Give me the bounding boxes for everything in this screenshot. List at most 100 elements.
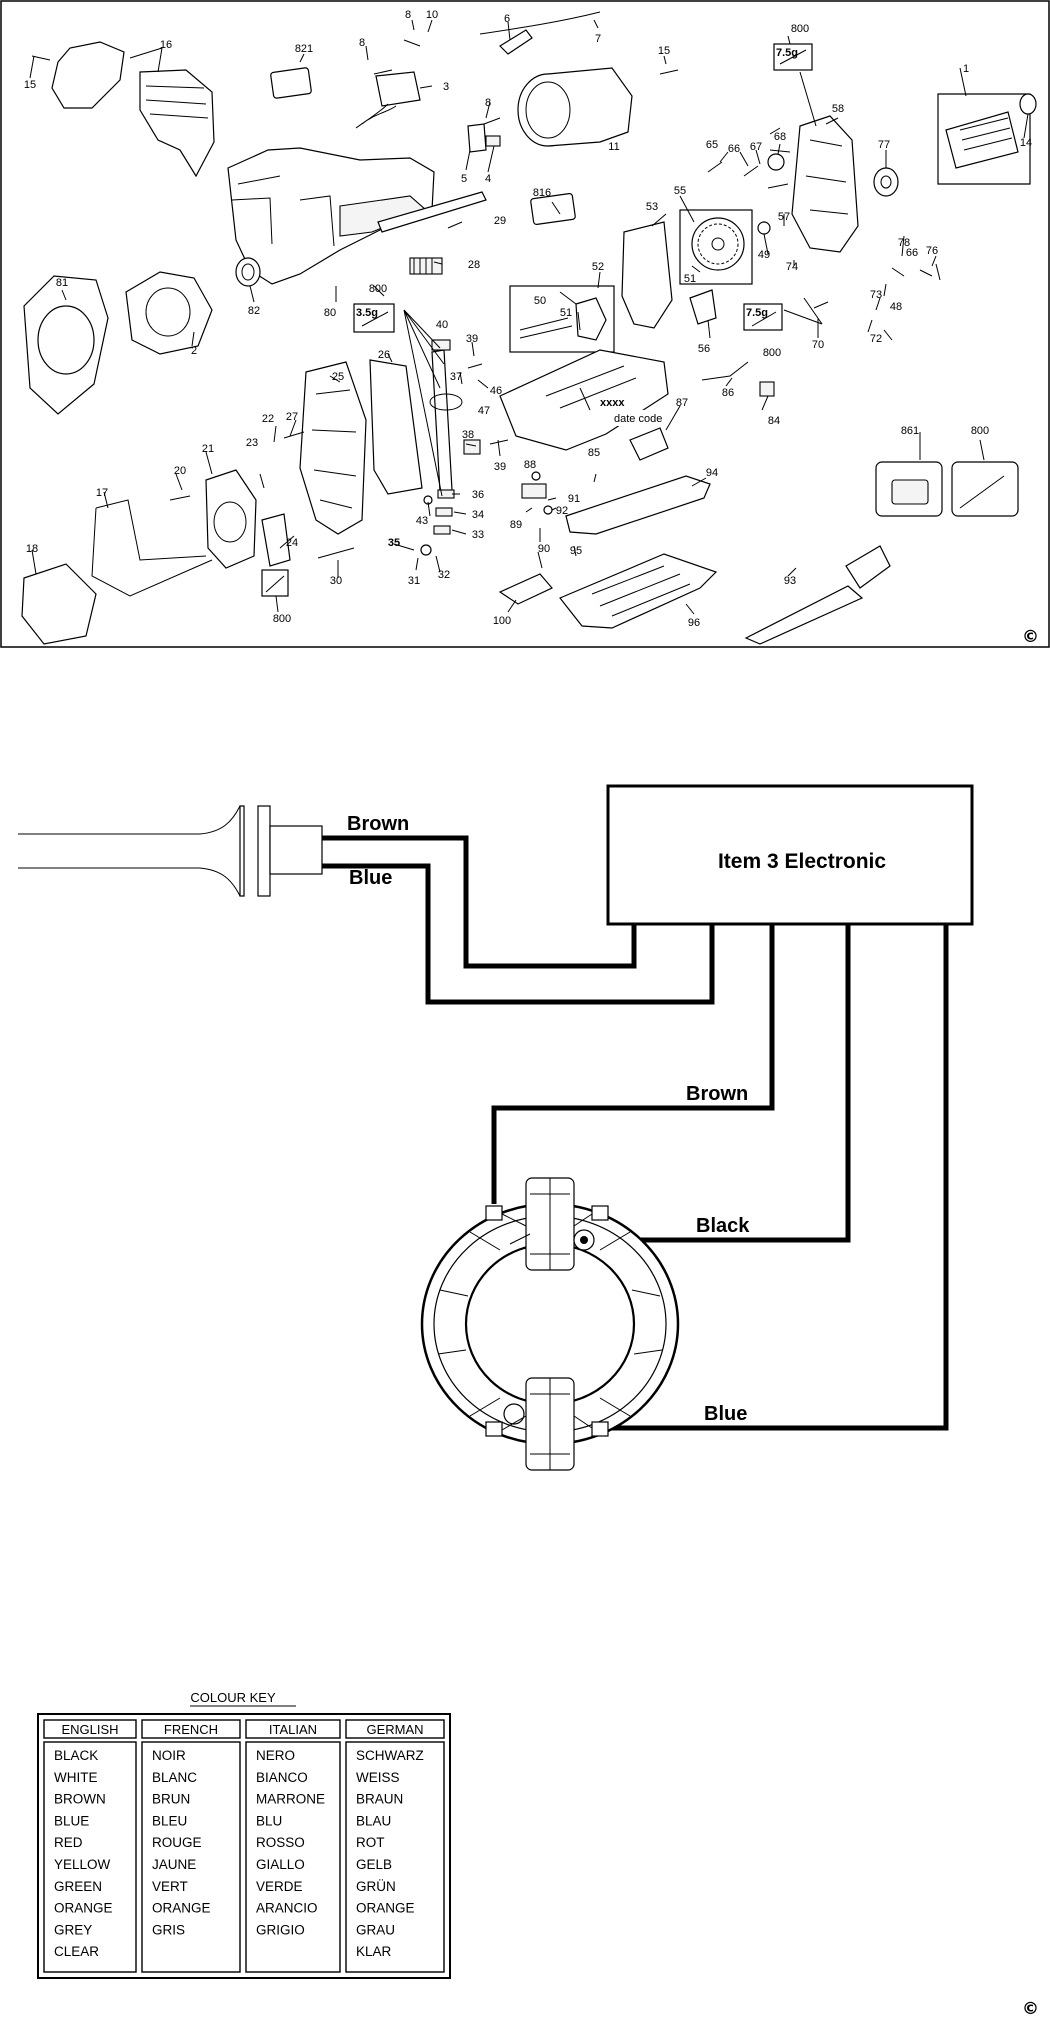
gear-55-frame bbox=[679, 209, 753, 285]
brush-terminal-top-right bbox=[591, 1205, 609, 1221]
shoe-94-drawing bbox=[565, 475, 711, 535]
colour-key-cell-italian-7: ARANCIO bbox=[256, 1901, 318, 1916]
part-number-p66a: 66 bbox=[728, 143, 740, 155]
part-21-bore bbox=[213, 501, 247, 543]
brush-bottom-leads bbox=[501, 1415, 593, 1431]
power-cable-drawing bbox=[479, 11, 601, 35]
part-number-p30: 30 bbox=[330, 575, 342, 587]
part-number-p10: 10 bbox=[426, 9, 438, 21]
grease-box-2 bbox=[353, 303, 395, 333]
part-drawings bbox=[21, 11, 1037, 645]
part-number-p40: 40 bbox=[436, 319, 448, 331]
brush-terminal-bottom-right bbox=[591, 1421, 609, 1437]
part-number-p67: 67 bbox=[750, 141, 762, 153]
exploded-view-panel: 7.5g 3.5g 7.5g date code xxxx 1516810678… bbox=[0, 0, 1050, 648]
brush-top-leads bbox=[501, 1213, 593, 1245]
field-coil-wiring-drawing bbox=[420, 1177, 680, 1471]
part-number-p88: 88 bbox=[524, 459, 536, 471]
colour-key-cell-german-9: KLAR bbox=[356, 1944, 392, 1959]
part-number-p58: 58 bbox=[832, 103, 844, 115]
electronic-wires bbox=[355, 103, 397, 129]
armature-windings bbox=[959, 117, 1013, 151]
part-number-p37: 37 bbox=[450, 371, 462, 383]
part-number-p8b: 8 bbox=[359, 37, 365, 49]
part-number-p89: 89 bbox=[510, 519, 522, 531]
part-number-p49: 49 bbox=[758, 249, 770, 261]
colour-key-body-frame-1 bbox=[141, 1741, 241, 1973]
part-number-p2: 2 bbox=[191, 345, 197, 357]
plug-body bbox=[269, 825, 323, 875]
colour-key-cell-german-1: WEISS bbox=[356, 1770, 400, 1785]
part-number-p76: 76 bbox=[926, 245, 938, 257]
part-number-p92: 92 bbox=[556, 505, 568, 517]
part-56-drawing bbox=[689, 289, 717, 325]
part-number-p72: 72 bbox=[870, 333, 882, 345]
colour-key-cells: BLACKWHITEBROWNBLUEREDYELLOWGREENORANGEG… bbox=[54, 1748, 424, 1959]
shroud-ribs bbox=[145, 85, 209, 119]
part-number-p8c: 8 bbox=[485, 97, 491, 109]
part-number-p55: 55 bbox=[674, 185, 686, 197]
electronic-unit-box bbox=[606, 784, 974, 926]
grease-box-3 bbox=[743, 303, 783, 331]
part-86-drawing bbox=[701, 361, 749, 381]
colour-key-cell-english-1: WHITE bbox=[54, 1770, 98, 1785]
colour-key-cell-german-8: GRAU bbox=[356, 1922, 395, 1937]
part-number-p816: 816 bbox=[533, 187, 551, 199]
part-number-p861: 861 bbox=[901, 425, 919, 437]
part-40-drawing bbox=[431, 339, 451, 351]
colour-key-cell-german-5: GELB bbox=[356, 1857, 392, 1872]
colour-key-cell-english-7: ORANGE bbox=[54, 1901, 113, 1916]
part-number-p821: 821 bbox=[295, 43, 313, 55]
brush-terminal-bottom-left bbox=[485, 1421, 503, 1437]
part-number-p14: 14 bbox=[1020, 137, 1032, 149]
colour-key-cell-french-1: BLANC bbox=[152, 1770, 197, 1785]
colour-key-cell-english-4: RED bbox=[54, 1835, 83, 1850]
gearcase-details bbox=[805, 139, 849, 215]
part-24-drawing bbox=[261, 513, 291, 567]
terminal-bottom bbox=[503, 1403, 525, 1425]
colour-key-header-italian: ITALIAN bbox=[269, 1722, 317, 1737]
base-85-details bbox=[545, 365, 637, 411]
part-number-p6: 6 bbox=[504, 13, 510, 25]
part-number-p82: 82 bbox=[248, 305, 260, 317]
dust-tube-93-drawing bbox=[744, 585, 864, 645]
part-number-p800a: 800 bbox=[791, 23, 809, 35]
part-number-p93: 93 bbox=[784, 575, 796, 587]
part-91-92-drawing bbox=[543, 505, 553, 515]
part-33-drawing bbox=[433, 525, 451, 535]
part-number-p43: 43 bbox=[416, 515, 428, 527]
colour-key-cell-german-2: BRAUN bbox=[356, 1792, 403, 1807]
colour-key-body-frame-3 bbox=[345, 1741, 445, 1973]
gasket-26-drawing bbox=[369, 359, 423, 495]
part-number-p24: 24 bbox=[286, 537, 298, 549]
colour-key-cell-italian-2: MARRONE bbox=[256, 1792, 325, 1807]
gear-55-hub bbox=[711, 237, 725, 251]
part-number-p90: 90 bbox=[538, 543, 550, 555]
part-number-p80: 80 bbox=[324, 307, 336, 319]
baffle-opening bbox=[37, 305, 95, 375]
cable-bell-end bbox=[239, 805, 245, 897]
field-laminations bbox=[437, 1231, 663, 1417]
part-number-p21: 21 bbox=[202, 443, 214, 455]
part-number-p7: 7 bbox=[595, 33, 601, 45]
part-number-p20: 20 bbox=[174, 465, 186, 477]
part-number-p27: 27 bbox=[286, 411, 298, 423]
part-number-p51a: 51 bbox=[684, 273, 696, 285]
colour-key-cell-italian-4: ROSSO bbox=[256, 1835, 305, 1850]
electronic-unit-drawing bbox=[375, 71, 421, 107]
colour-key-cell-english-3: BLUE bbox=[54, 1813, 89, 1828]
part-88-drawing bbox=[531, 471, 541, 481]
wire-label-black-motor: Black bbox=[696, 1215, 750, 1237]
kit-800-grease-tube bbox=[959, 475, 1005, 509]
wire-label-brown-motor: Brown bbox=[686, 1083, 748, 1105]
wire-brown-in bbox=[322, 835, 637, 969]
grease-label-1: 7.5g bbox=[776, 47, 798, 59]
part-number-p29: 29 bbox=[494, 215, 506, 227]
colour-key-cell-italian-8: GRIGIO bbox=[256, 1922, 305, 1937]
colour-key-body-frame-2 bbox=[245, 1741, 341, 1973]
part-number-p25: 25 bbox=[332, 371, 344, 383]
colour-key-header-frame-2 bbox=[245, 1719, 341, 1739]
colour-key-cell-english-8: GREY bbox=[54, 1922, 92, 1937]
kit-861-case bbox=[891, 479, 929, 505]
part-number-p85: 85 bbox=[588, 447, 600, 459]
